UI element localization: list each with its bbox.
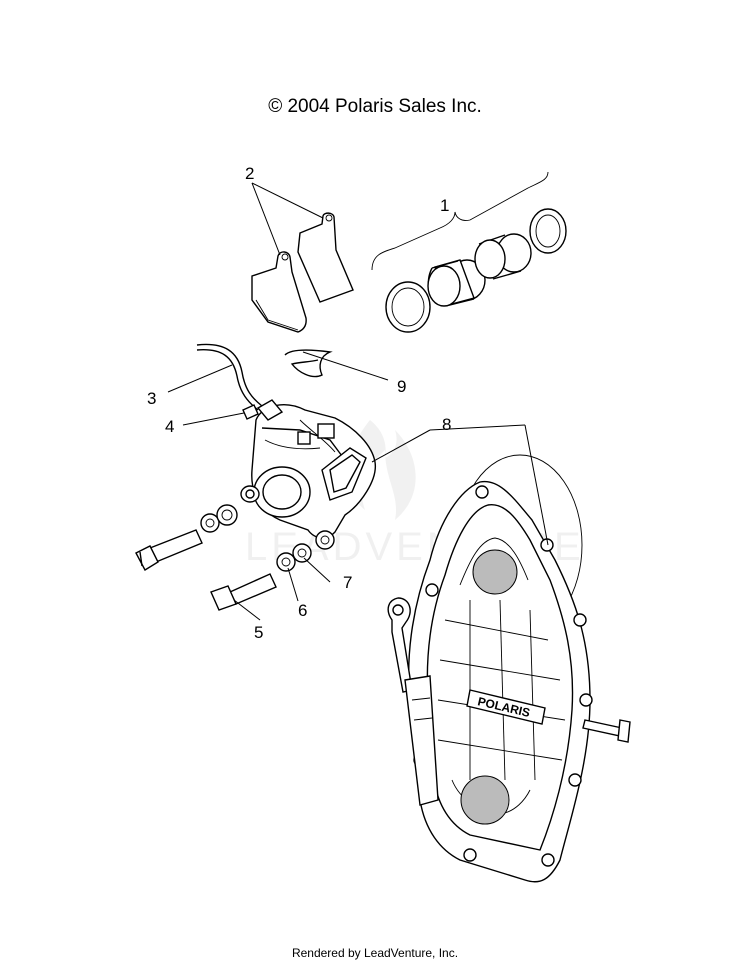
upper-sprocket-cover (472, 549, 518, 595)
callout-6: 6 (298, 601, 307, 620)
kit-bracket (371, 171, 549, 271)
leader-lines (167, 182, 549, 621)
callout-9: 9 (397, 377, 406, 396)
copyright-text: © 2004 Polaris Sales Inc. (268, 96, 482, 117)
eye-bolt (387, 597, 413, 693)
brake-caliper (240, 399, 376, 539)
callout-1: 1 (440, 196, 449, 215)
callout-5: 5 (254, 623, 263, 642)
bleeder-fitting (256, 399, 284, 421)
flat-washer (292, 543, 312, 563)
mount-bolt-lower (210, 530, 335, 611)
callout-2: 2 (245, 164, 254, 183)
callouts: 1 2 3 4 5 6 7 8 9 (147, 164, 451, 642)
mount-bolt-upper (135, 504, 238, 571)
brake-pad-front (251, 251, 307, 333)
cotter-pin (284, 349, 333, 378)
brake-pads (251, 212, 354, 333)
callout-8: 8 (442, 415, 451, 434)
chaincase-assembly: POLARIS (387, 454, 631, 883)
lower-sprocket-cover (460, 775, 510, 825)
seal-ring-left (385, 281, 431, 333)
seal-ring-right (529, 208, 567, 254)
footer-credit: Rendered by LeadVenture, Inc. (291, 946, 459, 960)
piston-kit (371, 171, 567, 333)
brake-line (196, 343, 263, 411)
piston-left (427, 259, 486, 307)
callout-4: 4 (165, 417, 174, 436)
piston-right (474, 233, 532, 280)
callout-3: 3 (147, 389, 156, 408)
lock-washer (276, 552, 296, 572)
polaris-badge (466, 689, 546, 725)
callout-7: 7 (343, 573, 352, 592)
tensioner-bolt (582, 719, 623, 737)
brake-pad-rear (297, 212, 354, 303)
tensioner-rod (404, 675, 439, 806)
